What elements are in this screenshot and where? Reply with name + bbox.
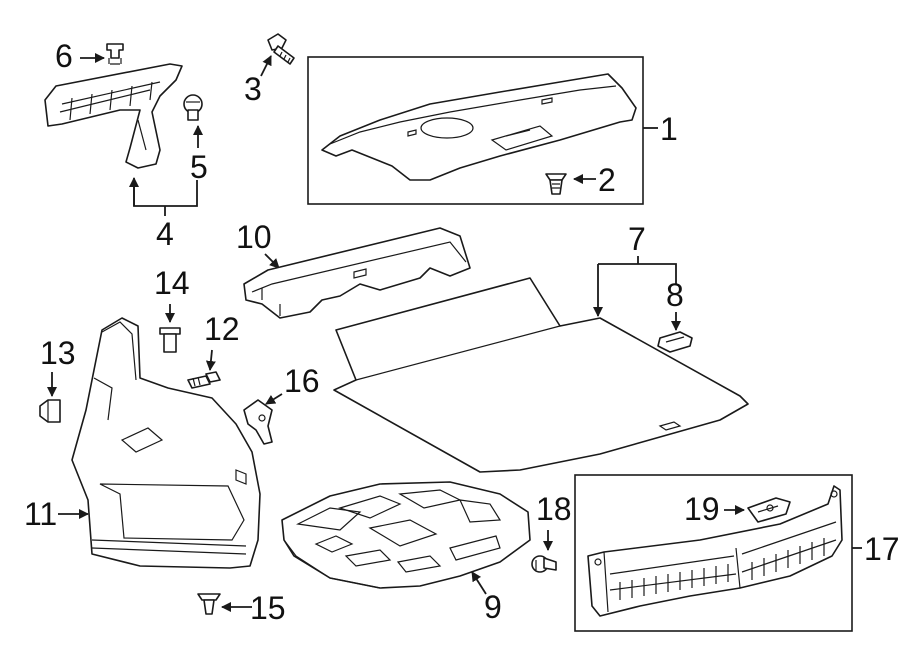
part-10-trim-panel — [243, 227, 471, 319]
frame-part-1 — [307, 56, 644, 205]
callout-8: 8 — [666, 277, 684, 313]
callout-11: 11 — [24, 496, 57, 532]
part-15-clip — [197, 593, 221, 615]
callout-2: 2 — [598, 162, 616, 198]
part-1-package-tray — [321, 73, 637, 181]
part-11-side-trim — [71, 317, 261, 569]
callout-19: 19 — [684, 491, 720, 527]
part-4-pillar-trim — [44, 63, 183, 169]
bracket-4 — [133, 180, 198, 207]
leader-3 — [260, 55, 272, 77]
callout-1: 1 — [660, 111, 678, 147]
callout-10: 10 — [236, 219, 272, 255]
part-19-clip — [747, 497, 791, 523]
part-2-clip — [545, 173, 567, 195]
part-18-clip — [531, 555, 557, 573]
part-6-clip — [106, 43, 124, 65]
callout-4: 4 — [156, 216, 174, 252]
callout-12: 12 — [204, 311, 240, 347]
part-17-scuff-plate — [587, 485, 843, 617]
callout-9: 9 — [484, 589, 502, 625]
callout-16: 16 — [284, 363, 320, 399]
callout-14: 14 — [154, 265, 190, 301]
callout-15: 15 — [250, 590, 286, 626]
leader-12 — [205, 349, 216, 371]
part-13-clip — [39, 399, 61, 423]
part-9-floor-tray — [281, 481, 531, 589]
part-7-deck-board — [333, 277, 749, 473]
part-16-bracket — [243, 399, 273, 445]
callout-13: 13 — [40, 335, 76, 371]
callout-17: 17 — [864, 531, 900, 567]
leader-16 — [265, 393, 283, 405]
part-5-clip — [183, 94, 203, 121]
callout-3: 3 — [244, 71, 262, 107]
part-3-bolt — [267, 33, 295, 65]
part-14-fastener — [159, 327, 181, 353]
frame-part-17 — [574, 474, 853, 632]
leader-9 — [471, 571, 487, 595]
callout-7: 7 — [628, 221, 646, 257]
callout-5: 5 — [190, 149, 208, 185]
callout-6: 6 — [55, 38, 73, 74]
part-8-clip — [657, 331, 693, 353]
part-12-bolt — [187, 371, 221, 389]
callout-18: 18 — [536, 491, 572, 527]
leader-10 — [264, 253, 280, 269]
